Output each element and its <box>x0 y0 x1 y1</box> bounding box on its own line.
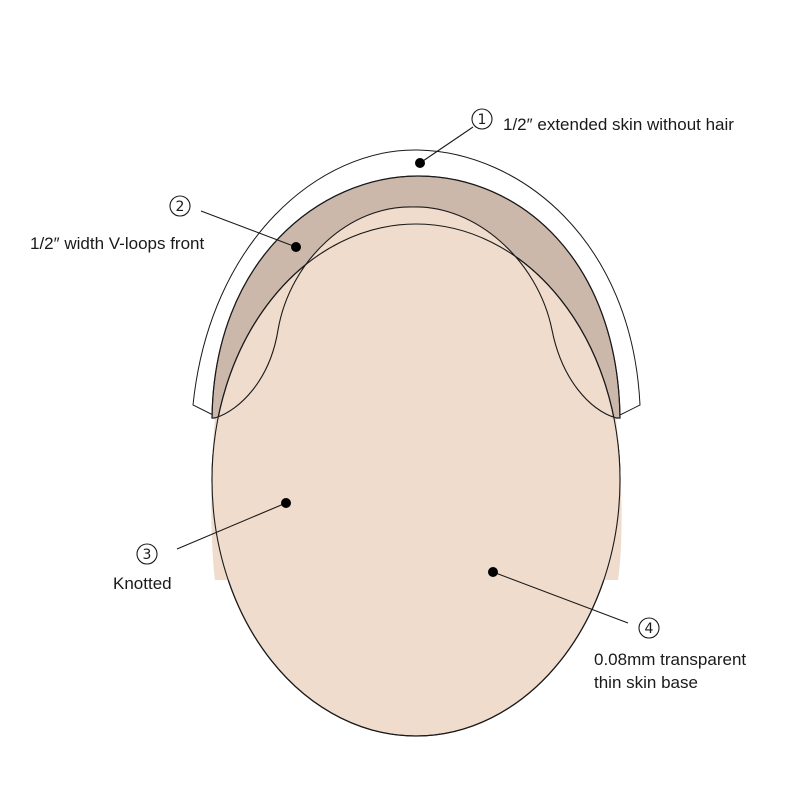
marker-dot-4 <box>488 567 498 577</box>
marker-dot-1 <box>415 158 425 168</box>
knotted-area <box>211 206 622 580</box>
leader-line-4 <box>492 571 629 624</box>
marker-dot-3 <box>281 498 291 508</box>
leader-line-1 <box>419 126 474 164</box>
number-badge-3 <box>136 543 158 565</box>
leader-line-2 <box>200 210 297 248</box>
skin-base-outline <box>211 223 621 737</box>
callout-1: 1 1/2″ extended skin without hair <box>415 108 734 168</box>
label-4-line-1: 0.08mm transparent <box>594 650 746 669</box>
label-2: 1/2″ width V-loops front <box>30 234 205 253</box>
leader-line-3 <box>176 502 287 550</box>
label-1: 1/2″ extended skin without hair <box>503 115 734 134</box>
number-1: 1 <box>478 112 487 128</box>
callout-3: 3 Knotted <box>113 498 291 593</box>
band-outline <box>211 175 621 419</box>
label-3: Knotted <box>113 574 172 593</box>
number-3: 3 <box>143 547 152 563</box>
label-4-line-2: thin skin base <box>594 673 698 692</box>
number-badge-2 <box>169 195 191 217</box>
number-4: 4 <box>645 621 654 637</box>
callout-2: 2 1/2″ width V-loops front <box>30 195 301 253</box>
callout-4: 4 0.08mm transparent thin skin base <box>488 567 746 692</box>
number-2: 2 <box>176 199 185 215</box>
hairline-curve <box>214 206 617 419</box>
number-badge-4 <box>638 617 660 639</box>
marker-dot-2 <box>291 242 301 252</box>
number-badge-1 <box>471 108 493 130</box>
